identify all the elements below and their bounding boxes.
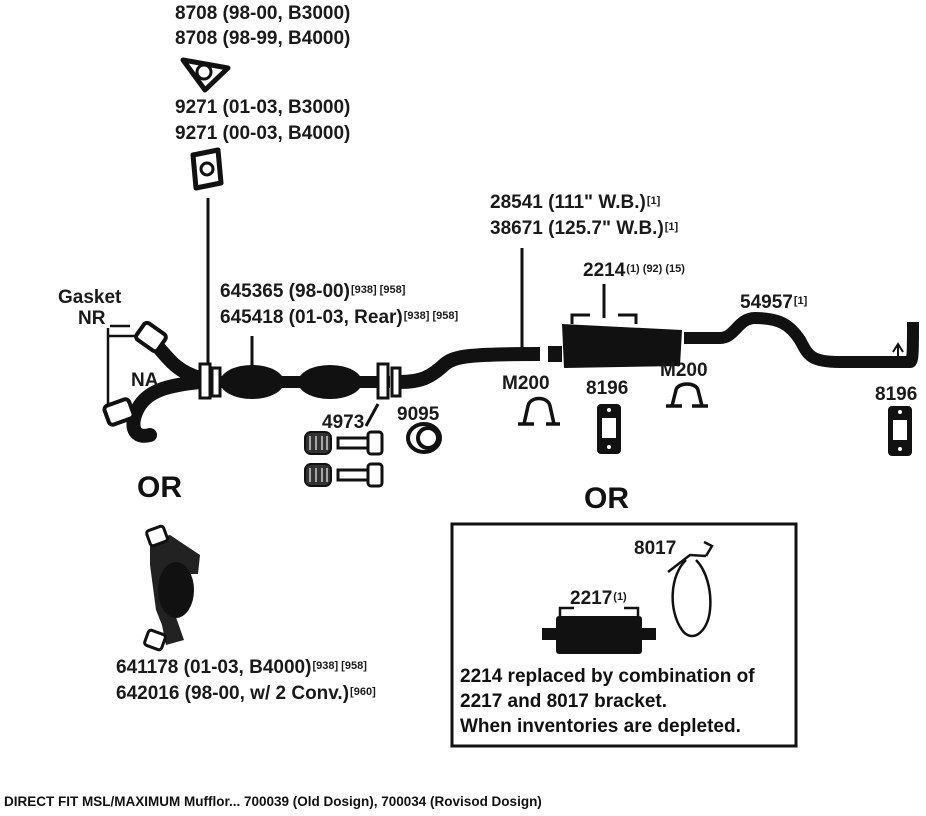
or-right: OR — [584, 482, 629, 515]
ring-gasket-icon — [406, 422, 442, 454]
label-alt-muffler-2217: 2217(1) — [570, 588, 627, 609]
flange-left-icon — [198, 362, 212, 400]
label-clamp-m200-left: M200 — [502, 373, 550, 394]
label-bracket-8017: 8017 — [634, 538, 677, 559]
tailpipe — [684, 311, 919, 368]
u-clamp-left-icon — [518, 396, 560, 426]
label-muffler-2214: 2214(1) (92) (15) — [583, 260, 685, 281]
intermediate-pipe — [399, 347, 541, 389]
label-gasket-9271-b3000: 9271 (01-03, B3000) — [175, 97, 351, 118]
catalytic-converter — [220, 336, 390, 399]
label-alt-converter-642016: 642016 (98-00, w/ 2 Conv.)[960] — [116, 683, 376, 704]
spring-bolt-top-icon — [304, 430, 384, 456]
label-gasket-8708-b3000: 8708 (98-00, B3000) — [175, 3, 351, 24]
flange-gasket-icon — [190, 147, 224, 191]
three-bolt-gasket-icon — [180, 57, 231, 93]
or-left: OR — [137, 471, 182, 504]
label-hanger-8196-mid: 8196 — [586, 378, 629, 399]
label-gasket: Gasket — [58, 287, 122, 308]
label-ring-9095: 9095 — [397, 404, 440, 425]
label-na: NA — [131, 370, 159, 391]
label-nr: NR — [78, 308, 106, 329]
note-line-2: 2217 and 8017 bracket. — [460, 691, 668, 712]
y-pipe — [102, 320, 207, 443]
u-clamp-right-icon — [666, 382, 708, 408]
bolts-leader — [364, 403, 380, 427]
hanger-mid-icon — [597, 404, 621, 454]
note-line-3: When inventories are depleted. — [460, 716, 741, 737]
replacement-box — [450, 522, 798, 748]
label-clamp-m200-right: M200 — [660, 360, 708, 381]
bracket-icon — [667, 540, 714, 638]
label-pipe-28541: 28541 (111" W.B.)[1] — [490, 192, 661, 213]
label-converter-645418: 645418 (01-03, Rear)[938] [958] — [220, 307, 459, 328]
flange-left2-icon — [210, 366, 222, 398]
flange-right-icon — [376, 362, 390, 400]
label-hanger-8196-right: 8196 — [875, 384, 918, 405]
spring-bolt-bottom-icon — [304, 462, 384, 488]
hanger-right-icon — [888, 406, 912, 456]
note-line-1: 2214 replaced by combination of — [460, 666, 755, 687]
label-pipe-38671: 38671 (125.7" W.B.)[1] — [490, 218, 679, 239]
flange-right2-icon — [390, 366, 402, 398]
alt-converter-icon — [143, 524, 200, 652]
muffler-icon — [548, 284, 682, 368]
label-converter-645365: 645365 (98-00)[938] [958] — [220, 281, 406, 302]
label-tailpipe-54957: 54957[1] — [740, 292, 808, 313]
label-bolts-4973: 4973 — [322, 412, 365, 433]
label-alt-converter-641178: 641178 (01-03, B4000)[938] [958] — [116, 657, 367, 678]
label-gasket-9271-b4000: 9271 (00-03, B4000) — [175, 123, 351, 144]
label-gasket-8708-b4000: 8708 (98-99, B4000) — [175, 28, 351, 49]
footer-caption: DIRECT FIT MSL/MAXIMUM Mufflor... 700039… — [4, 794, 542, 809]
alt-muffler-icon — [542, 606, 656, 654]
